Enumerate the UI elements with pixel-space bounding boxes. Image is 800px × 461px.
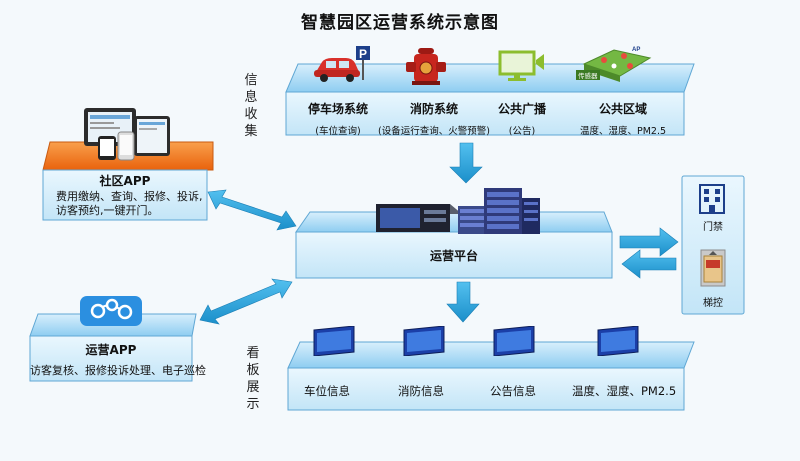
- svg-text:P: P: [359, 47, 367, 61]
- diagram-title: 智慧园区运营系统示意图: [301, 13, 499, 33]
- info-collect-label: 信 息 收 集: [242, 72, 260, 140]
- community-app-line: 访客预约,一键开门。: [56, 204, 159, 217]
- ops-app-panel: 运营APP 访客复核、报修投诉处理、电子巡检: [30, 341, 206, 378]
- collect-item-desc: (设备运行查询、火警预警): [378, 126, 490, 137]
- label-char: 息: [244, 90, 258, 105]
- collect-item-desc: 温度、湿度、PM2.5: [579, 126, 667, 137]
- community-app-panel: 社区APP: [43, 172, 207, 189]
- label-char: 板: [246, 363, 260, 378]
- collect-item-name: 公共广播: [497, 102, 546, 116]
- collect-item-desc: (车位查询): [315, 126, 361, 137]
- arrow-community-platform: [207, 189, 297, 231]
- collect-board: [285, 63, 695, 136]
- display-screen-icon: [493, 326, 535, 356]
- label-char: 信: [244, 73, 258, 88]
- ops-app-desc: 访客复核、报修投诉处理、电子巡检: [30, 364, 206, 377]
- community-app-title: 社区APP: [99, 174, 151, 188]
- fire-hydrant-icon: [406, 48, 446, 85]
- platform-label: 运营平台: [429, 249, 478, 263]
- display-item-notice: 公告信息: [490, 384, 536, 398]
- arrow-platform-to-access: [619, 227, 679, 257]
- arrow-collect-to-platform: [449, 142, 483, 184]
- dashboard-display-label: 看 板 展 示: [244, 345, 262, 413]
- collect-item-public-area: 公共区域 温度、湿度、PM2.5: [570, 100, 676, 137]
- broadcast-monitor-icon: [498, 50, 544, 81]
- arrow-access-to-platform: [621, 249, 677, 279]
- collect-item-parking: 停车场系统 (车位查询): [292, 100, 384, 137]
- label-char: 示: [246, 397, 260, 412]
- label-char: 收: [244, 107, 258, 122]
- parking-car-icon: P: [314, 46, 370, 82]
- collect-item-fire: 消防系统 (设备运行查询、火警预警): [372, 100, 496, 137]
- display-item-parking: 车位信息: [304, 384, 350, 398]
- svg-text:AP: AP: [632, 47, 640, 53]
- arrow-ops-platform: [199, 278, 293, 325]
- display-item-environment: 温度、湿度、PM2.5: [572, 384, 677, 398]
- community-app-desc: 费用缴纳、查询、报修、投诉, 访客预约,一键开门。: [56, 190, 203, 218]
- label-char: 集: [244, 124, 258, 139]
- display-item-fire: 消防信息: [398, 384, 444, 398]
- access-panel: [681, 175, 745, 315]
- collect-item-name: 停车场系统: [307, 102, 368, 116]
- collect-item-desc: (公告): [508, 126, 536, 137]
- collect-item-name: 消防系统: [409, 102, 458, 116]
- door-label: 门禁: [703, 222, 723, 233]
- collect-item-name: 公共区域: [598, 102, 647, 116]
- elevator-label: 梯控: [703, 298, 723, 309]
- building-door-icon: [699, 184, 725, 214]
- collect-item-broadcast: 公共广播 (公告): [490, 100, 554, 137]
- display-screen-icon: [313, 326, 355, 356]
- community-app-line: 费用缴纳、查询、报修、投诉,: [56, 190, 203, 203]
- elevator-icon: [700, 249, 726, 287]
- sensor-map-icon: AP: [582, 47, 652, 82]
- label-char: 展: [246, 380, 260, 395]
- arrow-platform-to-display: [446, 281, 480, 323]
- ops-app-icon: [80, 296, 142, 326]
- ops-app-title: 运营APP: [85, 343, 137, 357]
- devices-icon: [84, 108, 170, 161]
- display-screen-icon: [597, 326, 639, 356]
- display-screen-icon: [403, 326, 445, 356]
- label-char: 看: [246, 346, 260, 361]
- sensor-tag: 传感器: [576, 70, 600, 80]
- server-icon: [376, 188, 540, 234]
- display-board: [287, 341, 695, 411]
